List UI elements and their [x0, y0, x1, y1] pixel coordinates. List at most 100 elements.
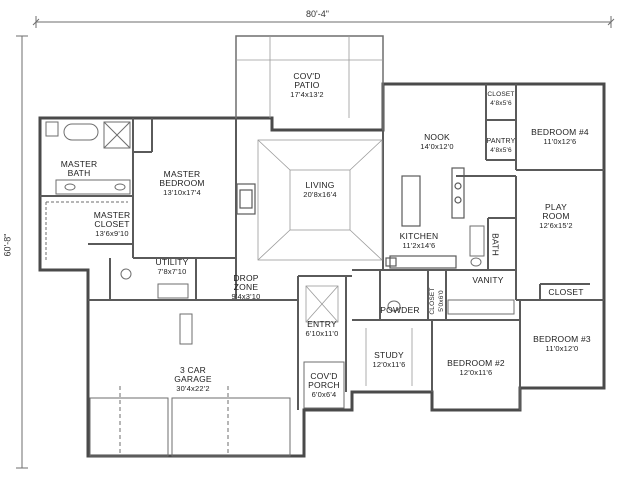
room-name-line: ZONE	[233, 282, 259, 292]
room-name-line: CLOSET	[94, 219, 130, 229]
room-bath: BATH	[490, 233, 501, 256]
vanity-counter	[447, 299, 515, 315]
room-name-line: MASTER	[163, 169, 201, 179]
room-name-line: MASTER	[93, 210, 131, 220]
room-kitchen: KITCHEN 11'2x14'6	[399, 231, 439, 251]
room-dimensions: 4'8x5'6	[490, 147, 512, 154]
water-heater-icon	[120, 268, 132, 280]
sink-icon	[114, 183, 126, 191]
room-dimensions: 11'2x14'6	[402, 241, 436, 250]
room-name-line: MASTER	[60, 159, 98, 169]
room-bedroom-3: BEDROOM #3 11'0x12'0	[533, 334, 591, 354]
depth-dimension-line	[16, 35, 28, 469]
room-utility: UTILITY 7'8x7'10	[155, 257, 189, 277]
garage-post	[179, 313, 193, 345]
width-dimension-line	[32, 16, 615, 28]
room-name-line: BEDROOM #3	[533, 334, 591, 344]
room-name-line: CLOSET	[487, 91, 515, 98]
room-garage: 3 CAR GARAGE 30'4x22'2	[174, 365, 212, 394]
room-name-line: PANTRY	[486, 138, 516, 145]
room-dimensions: 14'0x12'0	[420, 142, 454, 151]
vanity-counter	[55, 179, 131, 195]
room-dimensions: 13'10x17'4	[163, 188, 201, 197]
room-name-line: VANITY	[472, 275, 504, 285]
kitchen-island	[401, 175, 421, 227]
room-dimensions: 20'8x16'4	[303, 190, 337, 199]
depth-dimension-label: 60'-8"	[2, 233, 13, 257]
room-dimensions: 9'4x3'10	[231, 292, 261, 301]
room-dimensions: 12'0x11'6	[459, 368, 493, 377]
patio-outline	[235, 35, 384, 130]
room-study: STUDY 12'0x11'6	[372, 350, 406, 370]
room-name-line: BATH	[67, 168, 91, 178]
room-dimensions: 11'0x12'0	[545, 344, 579, 353]
room-dimensions: 6'0x6'4	[311, 390, 337, 399]
room-master-bedroom: MASTER BEDROOM 13'10x17'4	[159, 169, 205, 198]
shower-icon	[103, 121, 131, 149]
toilet-icon	[470, 257, 482, 267]
room-dimensions: 12'0x11'6	[372, 360, 406, 369]
fireplace-icon	[236, 183, 256, 215]
room-play-room: PLAY ROOM 12'6x15'2	[539, 202, 572, 231]
room-name-line: PORCH	[308, 380, 340, 390]
room-name-line: STUDY	[374, 350, 404, 360]
room-name-line: BEDROOM	[159, 178, 205, 188]
toilet-icon	[45, 121, 59, 137]
room-master-closet: MASTER CLOSET 13'6x9'10	[93, 210, 131, 239]
room-name-line: BATH	[490, 233, 501, 256]
room-name-line: ROOM	[542, 211, 570, 221]
room-dimensions: 11'0x12'6	[543, 137, 577, 146]
room-vanity: VANITY	[472, 276, 503, 285]
room-name-line: CLOSET	[548, 287, 584, 297]
room-name-line: KITCHEN	[399, 231, 439, 241]
room-name-line: BEDROOM #2	[447, 358, 505, 368]
room-name-line: PATIO	[294, 80, 320, 90]
room-dimensions: 4'8x5'6	[490, 100, 512, 107]
room-pantry: PANTRY 4'8x5'6	[487, 137, 516, 155]
room-closet-top: CLOSET 4'8x5'6	[487, 90, 514, 108]
room-name-line: ENTRY	[307, 319, 337, 329]
ceiling-detail	[257, 139, 383, 261]
room-name-line: COV'D	[310, 371, 338, 381]
room-closet-right: CLOSET	[548, 288, 583, 297]
room-dimensions: 5'0x6'0	[438, 290, 445, 312]
room-name-line: COV'D	[293, 71, 321, 81]
room-name-line: PLAY	[545, 202, 567, 212]
garage-door	[171, 397, 291, 457]
room-bedroom-2: BEDROOM #2 12'0x11'6	[447, 358, 505, 378]
room-dimensions: 17'4x13'2	[290, 90, 324, 99]
kitchen-counter	[451, 167, 465, 219]
room-dimensions: 7'8x7'10	[157, 267, 187, 276]
room-name-line: POWDER	[380, 305, 420, 315]
toilet-icon	[387, 300, 401, 312]
room-name-line: LIVING	[305, 180, 335, 190]
room-name-line: GARAGE	[174, 374, 212, 384]
room-closet-mid: CLOSET 5'0x6'0	[428, 287, 446, 314]
room-dimensions: 13'6x9'10	[95, 229, 129, 238]
room-name-line: UTILITY	[155, 257, 189, 267]
washer-dryer	[157, 283, 189, 299]
room-powder: POWDER	[380, 306, 419, 315]
room-nook: NOOK 14'0x12'0	[420, 132, 454, 152]
kitchen-counter	[389, 255, 457, 269]
room-dimensions: 30'4x22'2	[176, 384, 210, 393]
room-dimensions: 6'10x11'0	[305, 329, 339, 338]
room-entry: ENTRY 6'10x11'0	[305, 319, 339, 339]
room-bedroom-4: BEDROOM #4 11'0x12'6	[531, 127, 589, 147]
room-name-line: NOOK	[424, 132, 450, 142]
room-name-line: DROP	[233, 273, 259, 283]
ceiling-detail	[305, 285, 339, 323]
room-covd-porch: COV'D PORCH 6'0x6'4	[308, 371, 340, 400]
bathtub-icon	[63, 123, 99, 141]
room-covd-patio: COV'D PATIO 17'4x13'2	[290, 71, 324, 100]
sink-icon	[64, 183, 76, 191]
garage-door	[89, 397, 169, 457]
room-master-bath: MASTER BATH	[61, 160, 98, 178]
width-dimension-label: 80'-4"	[306, 9, 329, 19]
room-name-line: BEDROOM #4	[531, 127, 589, 137]
room-name-line: CLOSET	[429, 287, 436, 315]
bathtub-icon	[469, 225, 485, 257]
room-drop-zone: DROP ZONE 9'4x3'10	[231, 273, 261, 302]
room-name-line: 3 CAR	[179, 365, 207, 375]
